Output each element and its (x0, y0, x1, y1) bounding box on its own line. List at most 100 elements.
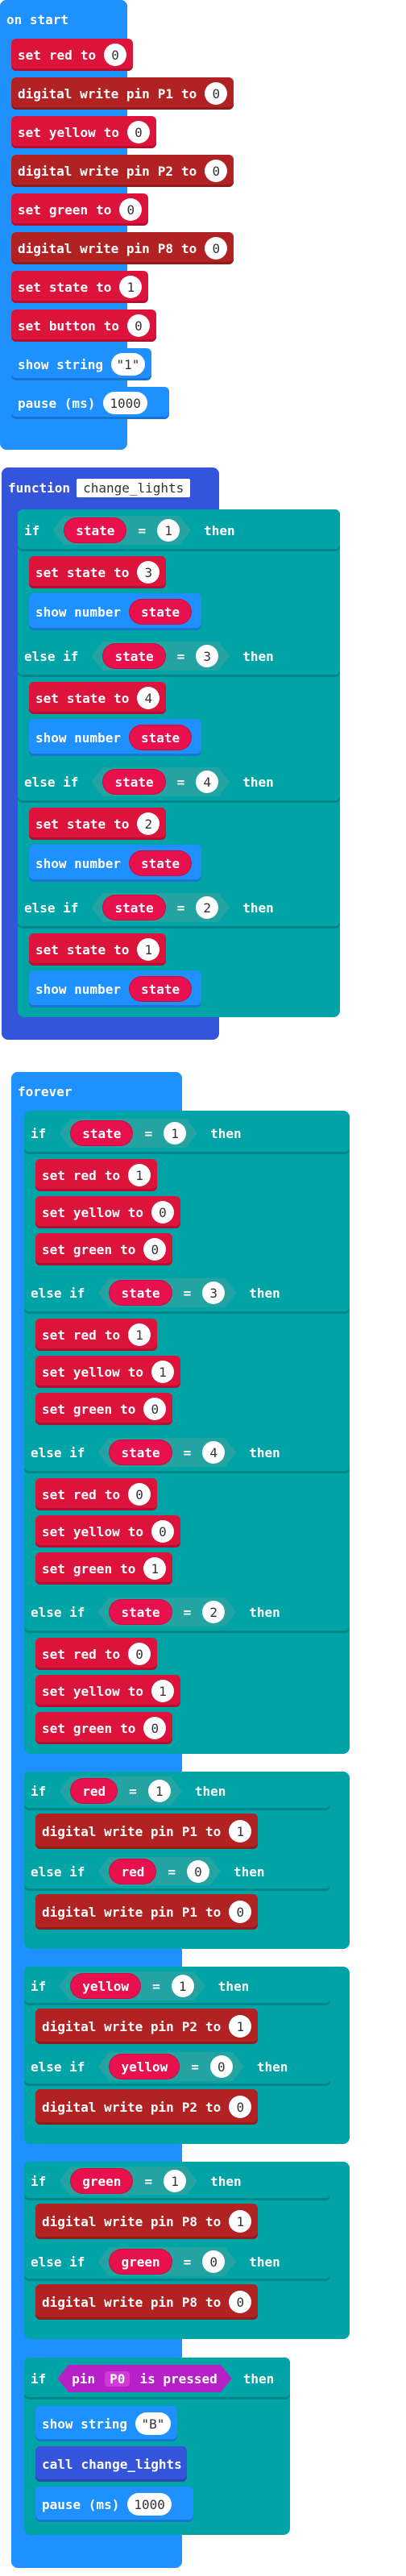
equals-operator[interactable]: = (152, 1978, 160, 1994)
equals-operator[interactable]: = (191, 2059, 199, 2075)
variable-state[interactable]: state (109, 1599, 172, 1625)
variable-state[interactable]: state (109, 1280, 172, 1306)
pause-block[interactable]: pause (ms)1000 (11, 387, 169, 419)
compare-value[interactable]: 1 (164, 2170, 186, 2192)
compare-value[interactable]: 2 (202, 1601, 225, 1623)
variable-red[interactable]: red (70, 1778, 118, 1804)
variable-state[interactable]: state (102, 895, 165, 920)
string-input[interactable]: "1" (110, 353, 145, 376)
value-input[interactable]: 0 (229, 2096, 252, 2118)
pin-dropdown[interactable]: P2 (181, 2018, 198, 2034)
value-input[interactable]: 0 (128, 1643, 151, 1665)
compare-expression[interactable]: yellow=1 (59, 1971, 205, 2001)
variable-name[interactable]: yellow (48, 124, 96, 140)
variable-yellow[interactable]: yellow (70, 1973, 141, 1999)
value-input[interactable]: 0 (151, 1520, 174, 1543)
variable-name[interactable]: red (72, 1486, 97, 1502)
variable-state[interactable]: state (128, 850, 193, 876)
variable-yellow[interactable]: yellow (109, 2054, 180, 2079)
value-input[interactable]: 1 (229, 2015, 252, 2038)
compare-value[interactable]: 1 (148, 1780, 171, 1802)
variable-name[interactable]: state (66, 690, 106, 706)
equals-operator[interactable]: = (129, 1783, 137, 1799)
variable-name[interactable]: button (48, 318, 96, 334)
variable-name[interactable]: green (48, 202, 89, 218)
variable-state[interactable]: state (102, 643, 165, 669)
pin-dropdown[interactable]: P1 (181, 1904, 198, 1920)
variable-name[interactable]: state (66, 816, 106, 832)
value-input[interactable]: 1 (229, 2210, 252, 2233)
pin-dropdown[interactable]: P0 (105, 2371, 130, 2387)
value-input[interactable]: 0 (205, 82, 228, 105)
variable-name[interactable]: yellow (72, 1523, 120, 1539)
pin-dropdown[interactable]: P2 (157, 163, 174, 179)
compare-expression[interactable]: red = 0 (97, 1857, 221, 1886)
compare-expression[interactable]: yellow = 0 (97, 2052, 243, 2081)
compare-value[interactable]: 3 (196, 645, 218, 667)
compare-value[interactable]: 0 (202, 2250, 225, 2273)
compare-expression[interactable]: state=4 (97, 1438, 236, 1467)
value-input[interactable]: 1 (137, 938, 160, 961)
value-input[interactable]: 1 (143, 1557, 167, 1580)
compare-expression[interactable]: state=3 (97, 1278, 236, 1307)
function-name-input[interactable]: change_lights (77, 478, 191, 497)
variable-name[interactable]: state (66, 941, 106, 958)
variable-state[interactable]: state (128, 725, 193, 750)
variable-name[interactable]: red (72, 1327, 97, 1343)
value-input[interactable]: 2 (137, 812, 160, 835)
value-input[interactable]: 1 (229, 1820, 252, 1843)
equals-operator[interactable]: = (183, 1444, 192, 1460)
pause-input[interactable]: 1000 (103, 392, 147, 414)
compare-value[interactable]: 3 (202, 1282, 225, 1304)
value-input[interactable]: 0 (143, 1238, 167, 1261)
equals-operator[interactable]: = (144, 1125, 153, 1141)
variable-name[interactable]: red (72, 1167, 97, 1183)
value-input[interactable]: 4 (137, 687, 160, 709)
compare-value[interactable]: 4 (202, 1441, 225, 1464)
function-name[interactable]: change_lights (81, 2456, 182, 2472)
variable-name[interactable]: yellow (72, 1364, 120, 1380)
equals-operator[interactable]: = (138, 522, 147, 538)
equals-operator[interactable]: = (168, 1863, 176, 1880)
compare-value[interactable]: 0 (210, 2055, 233, 2078)
equals-operator[interactable]: = (176, 648, 185, 664)
variable-state[interactable]: state (128, 976, 193, 1002)
variable-name[interactable]: green (72, 1241, 113, 1257)
pin-dropdown[interactable]: P8 (181, 2213, 198, 2229)
pin-dropdown[interactable]: P2 (181, 2099, 198, 2115)
variable-name[interactable]: state (66, 564, 106, 580)
compare-value[interactable]: 0 (187, 1860, 209, 1883)
equals-operator[interactable]: = (176, 774, 185, 790)
value-input[interactable]: 0 (143, 1398, 167, 1420)
compare-expression[interactable]: green=0 (97, 2247, 236, 2276)
value-input[interactable]: 0 (151, 1201, 174, 1224)
variable-name[interactable]: green (72, 1560, 113, 1577)
variable-red[interactable]: red (109, 1859, 156, 1884)
equals-operator[interactable]: = (176, 900, 185, 916)
variable-state[interactable]: state (70, 1120, 133, 1146)
